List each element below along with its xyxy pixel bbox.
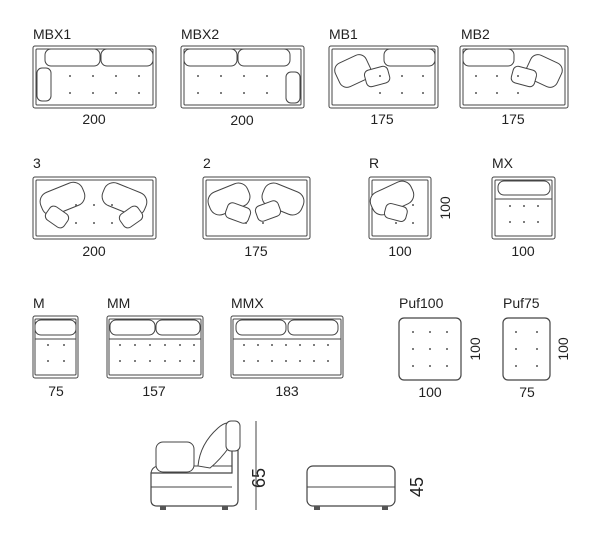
depth-dimension: 100 — [437, 196, 453, 220]
module-mmx: MMX 183 — [230, 295, 344, 399]
tuft-grid — [379, 75, 424, 94]
tuft-grid — [395, 204, 414, 224]
module-mbx2: MBX2 200 — [180, 26, 305, 128]
width-dimension: 100 — [511, 243, 535, 259]
width-dimension: 175 — [244, 243, 268, 259]
module-label: M — [33, 295, 45, 311]
tuft-grid — [245, 222, 264, 224]
module-label: MB2 — [461, 26, 490, 42]
width-dimension: 175 — [501, 111, 525, 127]
module-label: MBX1 — [33, 26, 71, 42]
height-dimension: 45 — [407, 477, 427, 497]
module-label: 3 — [33, 155, 41, 171]
module-label: R — [369, 155, 379, 171]
module-label: Puf100 — [399, 295, 444, 311]
height-dimension: 65 — [249, 468, 269, 488]
tuft-grid — [197, 75, 268, 94]
width-dimension: 157 — [142, 383, 166, 399]
module-label: MMX — [231, 295, 264, 311]
module-mm: MM 157 — [106, 295, 204, 399]
tuft-grid — [475, 75, 519, 94]
module-puf100: Puf100 100 100 — [398, 295, 483, 400]
tuft-grid — [119, 344, 195, 362]
module-mbx1: MBX1 200 — [32, 26, 157, 127]
module-label: MX — [492, 155, 514, 171]
tuft-grid — [509, 205, 539, 223]
module-2: 2 175 — [202, 155, 311, 259]
module-mb2: MB2 175 — [459, 26, 569, 127]
depth-dimension: 100 — [555, 337, 571, 361]
width-dimension: 200 — [82, 111, 106, 127]
width-dimension: 100 — [388, 243, 412, 259]
tuft-grid — [412, 331, 448, 367]
width-dimension: 100 — [418, 384, 442, 400]
module-m: M 75 — [32, 295, 79, 399]
module-r: R 100 100 — [368, 155, 453, 259]
module-label: Puf75 — [503, 295, 540, 311]
pouf-side-view: 45 — [306, 465, 427, 510]
tuft-grid — [515, 331, 538, 367]
module-label: 2 — [203, 155, 211, 171]
width-dimension: 200 — [230, 112, 254, 128]
tuft-grid — [75, 204, 113, 224]
tuft-grid — [243, 344, 329, 362]
module-puf75: Puf75 75 100 — [502, 295, 571, 400]
width-dimension: 75 — [519, 384, 535, 400]
module-3: 3 200 — [32, 155, 157, 259]
module-mb1: MB1 175 — [328, 26, 439, 127]
width-dimension: 200 — [82, 243, 106, 259]
module-label: MM — [107, 295, 130, 311]
width-dimension: 183 — [275, 383, 299, 399]
module-mx: MX 100 — [491, 155, 556, 259]
width-dimension: 75 — [48, 383, 64, 399]
tuft-grid — [47, 344, 65, 362]
depth-dimension: 100 — [467, 337, 483, 361]
module-label: MBX2 — [181, 26, 219, 42]
width-dimension: 175 — [370, 111, 394, 127]
tuft-grid — [69, 75, 140, 94]
module-label: MB1 — [329, 26, 358, 42]
sofa-side-view: 65 — [150, 420, 269, 510]
